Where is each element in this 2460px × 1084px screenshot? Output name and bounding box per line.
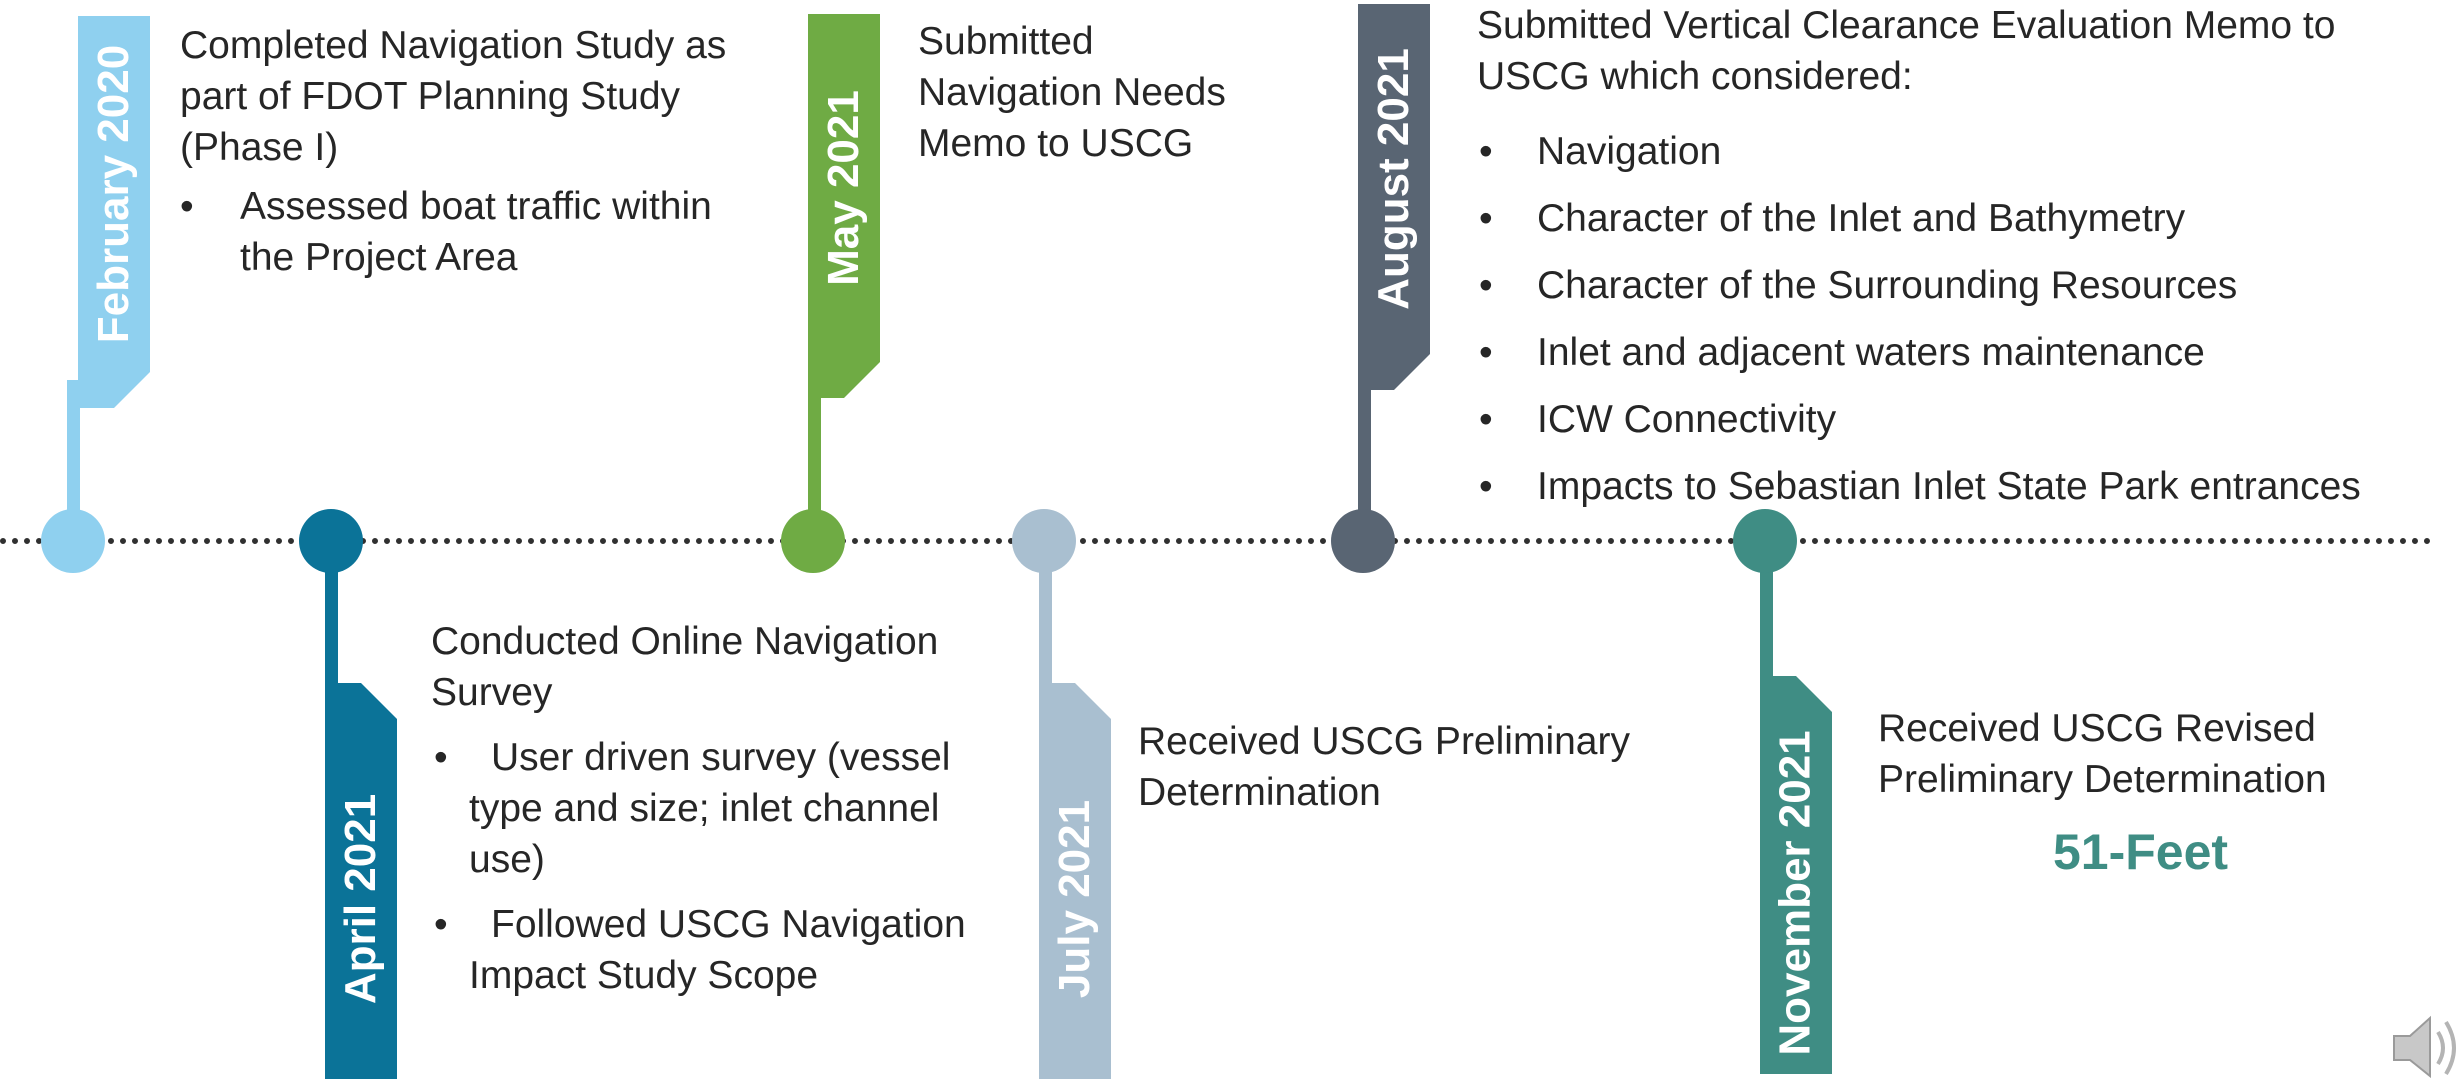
timeline-dot[interactable] — [781, 509, 845, 573]
milestone-text: Submitted Vertical Clearance Evaluation … — [1477, 0, 2457, 520]
bullet-item: • Character of the Surrounding Resources — [1477, 252, 2457, 319]
milestone-text: Received USCG Preliminary Determination — [1138, 716, 1658, 818]
bullet-item: • Assessed boat traffic within the Projec… — [180, 181, 760, 283]
date-label: February 2020 — [89, 44, 138, 344]
bullet-item: • Impacts to Sebastian Inlet State Park e… — [1477, 453, 2457, 520]
bullet-text: Impacts to Sebastian Inlet State Park en… — [1537, 465, 2361, 508]
timeline-line — [0, 538, 2432, 544]
date-flag: November 2021 — [1760, 676, 1832, 1074]
bullet-item: • Navigation — [1477, 118, 2457, 185]
date-label: November 2021 — [1771, 730, 1821, 1056]
timeline-dot[interactable] — [299, 509, 363, 573]
bullet-text: Character of the Surrounding Resources — [1537, 264, 2238, 307]
date-flag: February 2020 — [78, 16, 150, 408]
date-flag: May 2021 — [808, 14, 880, 398]
bullet-icon: • — [1479, 130, 1493, 173]
milestone-heading: Submitted Vertical Clearance Evaluation … — [1477, 4, 2336, 98]
date-label: April 2021 — [336, 793, 385, 1005]
bullet-icon: • — [1479, 331, 1493, 374]
milestone-heading: Conducted Online Navigation Survey — [431, 620, 939, 714]
date-flag: April 2021 — [325, 683, 397, 1079]
speaker-icon[interactable] — [2390, 1010, 2460, 1079]
milestone-heading: Received USCG Preliminary Determination — [1138, 720, 1630, 814]
bullet-item: • Character of the Inlet and Bathymetry — [1477, 185, 2457, 252]
bullet-item: • ICW Connectivity — [1477, 386, 2457, 453]
bullet-text: Inlet and adjacent waters maintenance — [1537, 331, 2205, 374]
timeline-dot[interactable] — [41, 509, 105, 573]
bullet-text: Followed USCG Navigation Impact Study Sc… — [469, 903, 966, 997]
milestone-stem — [67, 380, 80, 540]
bullet-item: • Inlet and adjacent waters maintenance — [1477, 319, 2457, 386]
milestone-stem — [1358, 380, 1371, 540]
milestone-stem — [808, 380, 821, 540]
milestone-text: Conducted Online Navigation Survey • User… — [431, 616, 991, 1001]
milestone-text: Submitted Navigation Needs Memo to USCG — [918, 16, 1288, 169]
bullet-item: • Followed USCG Navigation Impact Study S… — [431, 899, 991, 1001]
bullet-icon: • — [1479, 465, 1493, 508]
bullet-text: Navigation — [1537, 130, 1722, 173]
bullet-item: • User driven survey (vessel type and siz… — [431, 732, 991, 885]
date-label: May 2021 — [819, 90, 869, 286]
highlight-value: 51-Feet — [2053, 824, 2229, 880]
milestone-stem — [1760, 540, 1773, 690]
timeline-dot[interactable] — [1012, 509, 1076, 573]
milestone-heading: Received USCG Revised Preliminary Determ… — [1878, 707, 2327, 801]
bullet-icon: • — [1479, 264, 1493, 307]
bullet-text: User driven survey (vessel type and size… — [469, 736, 951, 881]
milestone-text: Received USCG Revised Preliminary Determ… — [1878, 703, 2398, 878]
bullet-text: Character of the Inlet and Bathymetry — [1537, 197, 2186, 240]
milestone-heading: Submitted Navigation Needs Memo to USCG — [918, 20, 1226, 165]
date-label: July 2021 — [1050, 799, 1099, 999]
date-flag: July 2021 — [1039, 683, 1111, 1079]
bullet-icon: • — [434, 903, 448, 946]
milestone-stem — [1039, 540, 1052, 690]
milestone-stem — [325, 540, 338, 690]
timeline-dot[interactable] — [1733, 509, 1797, 573]
bullet-icon: • — [1479, 197, 1493, 240]
timeline-dot[interactable] — [1331, 509, 1395, 573]
bullet-icon: • — [1479, 398, 1493, 441]
date-label: August 2021 — [1369, 48, 1419, 310]
milestone-text: Completed Navigation Study as part of FD… — [180, 20, 760, 283]
bullet-text: Assessed boat traffic within the Project… — [240, 185, 712, 279]
milestone-heading: Completed Navigation Study as part of FD… — [180, 24, 727, 169]
date-flag: August 2021 — [1358, 4, 1430, 390]
bullet-text: ICW Connectivity — [1537, 398, 1837, 441]
bullet-icon: • — [434, 736, 448, 779]
bullet-icon: • — [180, 185, 194, 228]
